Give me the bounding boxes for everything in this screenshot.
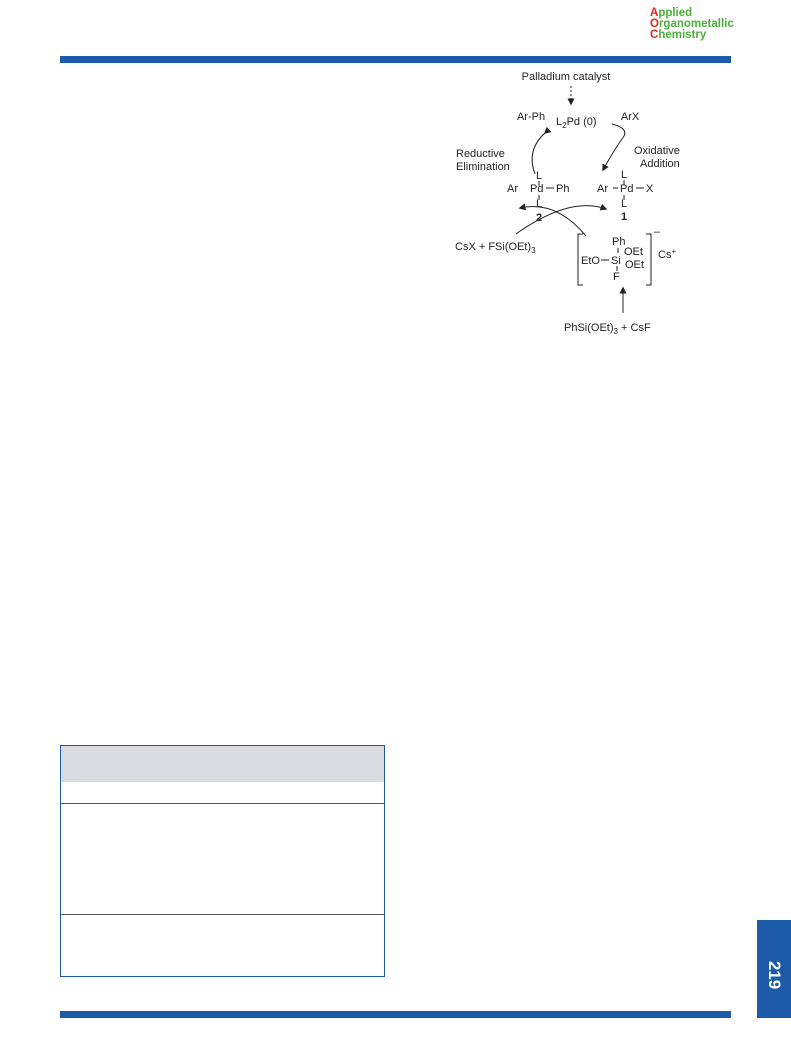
right-bracket xyxy=(646,233,652,286)
counterion: Cs+ xyxy=(658,247,676,261)
page-number: 219 xyxy=(765,960,784,990)
logo-line-applied: Applied xyxy=(650,7,693,19)
table-rule-top xyxy=(61,803,384,804)
complex-2: L Ar Pd Ph L 2 xyxy=(507,170,569,224)
pentacoordinate-silicate: Ph OEt EtO Si OEt F – Cs+ xyxy=(577,226,676,286)
reductive-elimination-arrow xyxy=(531,126,552,175)
journal-logo: Applied Organometallic Chemistry xyxy=(650,7,734,41)
svg-text:F: F xyxy=(613,271,620,283)
svg-text:OEt: OEt xyxy=(624,246,643,258)
table-frame xyxy=(60,745,385,977)
right-step-line2: Addition xyxy=(640,158,680,170)
svg-text:Ph: Ph xyxy=(556,183,569,195)
silicate-charge: – xyxy=(654,226,661,238)
left-bracket xyxy=(577,233,583,286)
pd0-label: L2Pd (0) xyxy=(556,116,597,130)
logo-line-organometallic: Organometallic xyxy=(650,18,734,30)
svg-text:L: L xyxy=(621,169,627,181)
page-number-tab xyxy=(757,920,791,1018)
footer-rule xyxy=(60,1011,731,1018)
svg-text:L: L xyxy=(536,170,542,182)
oxidative-addition-arrow xyxy=(602,123,626,172)
svg-text:Pd: Pd xyxy=(530,183,543,195)
svg-text:EtO: EtO xyxy=(581,255,600,267)
svg-text:L: L xyxy=(621,198,627,210)
transmetalation-arrow-in xyxy=(515,203,608,235)
svg-text:OEt: OEt xyxy=(625,259,644,271)
svg-text:Si: Si xyxy=(611,255,621,267)
svg-text:Pd: Pd xyxy=(620,183,633,195)
byproduct-label: CsX + FSi(OEt)3 xyxy=(455,241,536,255)
catalytic-cycle-scheme: Palladium catalyst L2Pd (0) Ar-Ph ArX Re… xyxy=(455,71,680,336)
header-rule xyxy=(60,56,731,63)
left-step-line1: Reductive xyxy=(456,148,505,160)
transmetalation-arrow-out xyxy=(518,203,587,237)
table-rule-bottom xyxy=(61,914,384,915)
svg-text:Ar: Ar xyxy=(597,183,608,195)
reagent-label: ArX xyxy=(621,111,640,123)
complex-1: L Ar Pd X L 1 xyxy=(597,169,654,223)
svg-text:X: X xyxy=(646,183,654,195)
svg-text:Ph: Ph xyxy=(612,236,625,248)
catalyst-label: Palladium catalyst xyxy=(522,71,611,83)
product-label: Ar-Ph xyxy=(517,111,545,123)
svg-text:L: L xyxy=(536,198,542,210)
table-header-band xyxy=(61,746,384,782)
logo-line-chemistry: Chemistry xyxy=(650,29,707,41)
complex-1-number: 1 xyxy=(621,211,627,223)
left-step-line2: Elimination xyxy=(456,161,510,173)
starting-reagents: PhSi(OEt)3 + CsF xyxy=(564,322,651,336)
complex-2-number: 2 xyxy=(536,212,542,224)
svg-text:Ar: Ar xyxy=(507,183,518,195)
right-step-line1: Oxidative xyxy=(634,145,680,157)
